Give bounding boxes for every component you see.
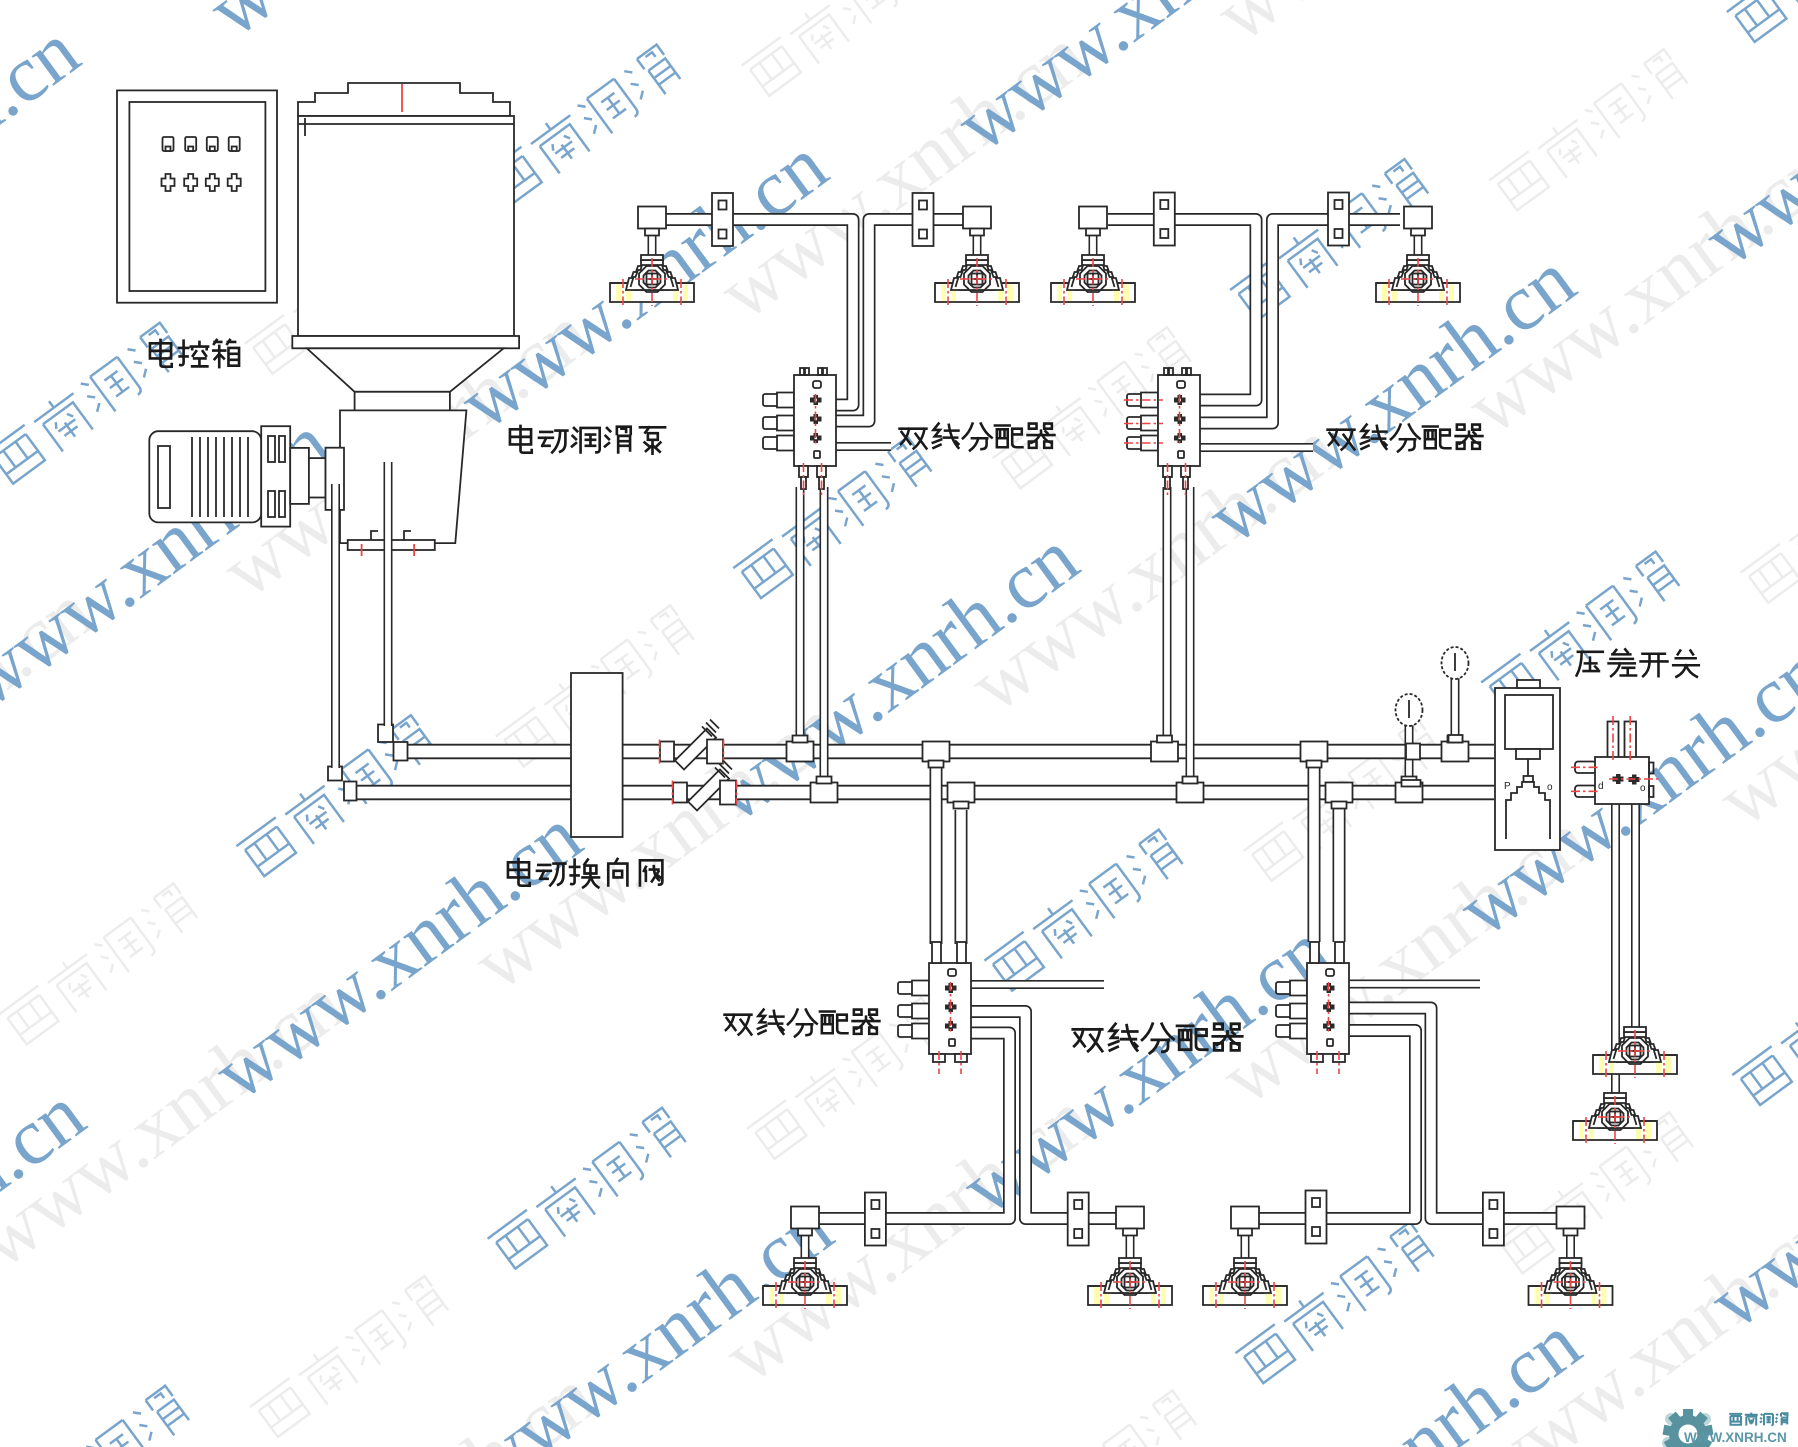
svg-text:P: P: [1504, 781, 1511, 792]
svg-text:d: d: [1598, 781, 1604, 792]
svg-text:o: o: [1547, 782, 1553, 793]
svg-text:o: o: [1640, 783, 1646, 794]
svg-text:WWW.XNRH.CN: WWW.XNRH.CN: [1684, 1430, 1787, 1445]
